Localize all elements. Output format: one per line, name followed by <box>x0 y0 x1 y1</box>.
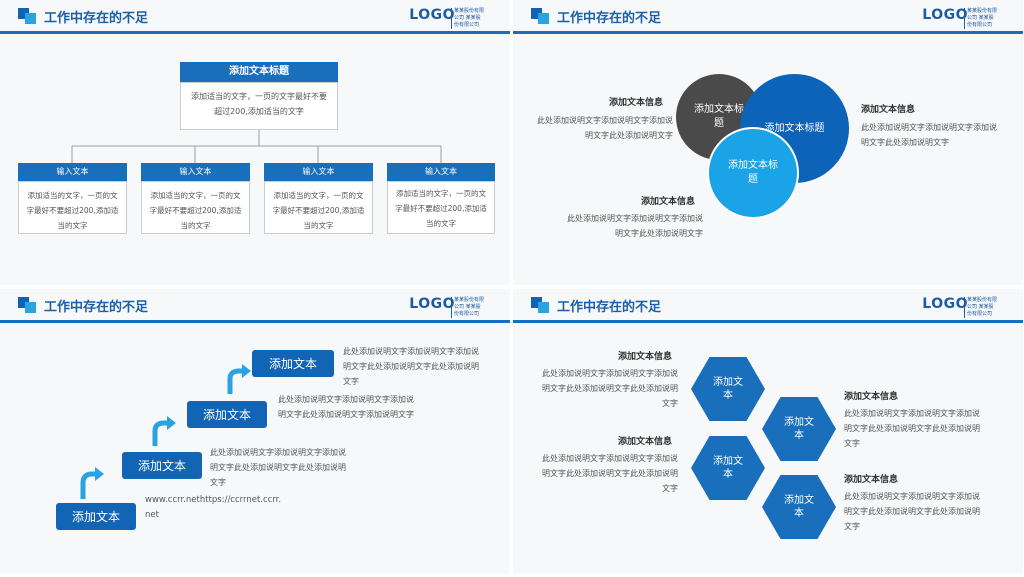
hex-info-title: 添加文本信息 <box>618 352 673 362</box>
step-desc: 此处添加说明文字添加说明文字添加说明文字此处添加说明文字此处添加说明文字 <box>210 448 346 487</box>
logo-square-icon <box>18 297 29 308</box>
hex-4: 添加文本 <box>762 475 836 539</box>
org-box-title: 输入文本 <box>18 163 127 181</box>
org-top-body: 添加适当的文字，一页的文字最好不要超过200,添加适当的文字 <box>180 82 338 130</box>
org-box-title: 输入文本 <box>387 163 495 181</box>
slide-header: 工作中存在的不足 LOGO 某某股份有限公司 某某股份有限公司 <box>513 289 1023 323</box>
logo-subtext: 某某股份有限公司 某某股份有限公司 <box>964 8 997 29</box>
slide-1[interactable]: 工作中存在的不足 LOGO 某某股份有限公司 某某股份有限公司 添加文本标题 添… <box>0 0 510 285</box>
hex-2: 添加文本 <box>762 397 836 461</box>
logo-square-icon <box>538 302 549 313</box>
step-desc: 此处添加说明文字添加说明文字添加说明文字此处添加说明文字添加说明文字 <box>278 395 414 419</box>
logo-subtext: 某某股份有限公司 某某股份有限公司 <box>964 297 997 318</box>
header-divider <box>513 31 1023 34</box>
step-box-1: 添加文本 <box>56 503 136 530</box>
info-left-body: 此处添加说明文字添加说明文字添加说明文字此处添加说明文字 <box>537 116 673 140</box>
info-left-title: 添加文本信息 <box>609 98 664 108</box>
slide-title: 工作中存在的不足 <box>44 11 149 26</box>
step-box-2: 添加文本 <box>122 452 202 479</box>
logo-square-icon <box>25 13 36 24</box>
info-bottom-body: 此处添加说明文字添加说明文字添加说明文字此处添加说明文字 <box>567 214 703 238</box>
info-right-body: 此处添加说明文字添加说明文字添加说明文字此处添加说明文字 <box>861 123 997 147</box>
slide-title: 工作中存在的不足 <box>557 300 662 315</box>
header-divider <box>0 320 510 323</box>
org-box-body: 添加适当的文字，一页的文字最好不要超过200,添加适当的文字 <box>387 181 495 234</box>
hex-info-title: 添加文本信息 <box>618 437 673 447</box>
hex-info-body: 此处添加说明文字添加说明文字添加说明文字此处添加说明文字此处添加说明文字 <box>542 454 678 493</box>
org-box-title: 输入文本 <box>141 163 250 181</box>
hex-1: 添加文本 <box>691 357 765 421</box>
header-divider <box>513 320 1023 323</box>
logo-square-icon <box>25 302 36 313</box>
slide-4[interactable]: 工作中存在的不足 LOGO 某某股份有限公司 某某股份有限公司 添加文本 添加文… <box>513 289 1023 574</box>
info-bottom-title: 添加文本信息 <box>641 197 696 207</box>
org-box-body: 添加适当的文字，一页的文字最好不要超过200,添加适当的文字 <box>141 181 250 234</box>
org-box-body: 添加适当的文字，一页的文字最好不要超过200,添加适当的文字 <box>18 181 127 234</box>
slide-header: 工作中存在的不足 LOGO 某某股份有限公司 某某股份有限公司 <box>0 289 510 323</box>
header-divider <box>0 31 510 34</box>
hex-info-body: 此处添加说明文字添加说明文字添加说明文字此处添加说明文字此处添加说明文字 <box>844 492 980 531</box>
slide-3[interactable]: 工作中存在的不足 LOGO 某某股份有限公司 某某股份有限公司 添加文本 添加文… <box>0 289 510 574</box>
step-desc: 此处添加说明文字添加说明文字添加说明文字此处添加说明文字此处添加说明文字 <box>343 347 479 386</box>
logo-subtext: 某某股份有限公司 某某股份有限公司 <box>451 297 484 318</box>
logo-text: LOGO <box>409 296 455 312</box>
logo-text: LOGO <box>922 7 968 23</box>
slide-header: 工作中存在的不足 LOGO 某某股份有限公司 某某股份有限公司 <box>513 0 1023 34</box>
logo-text: LOGO <box>922 296 968 312</box>
slide-header: 工作中存在的不足 LOGO 某某股份有限公司 某某股份有限公司 <box>0 0 510 34</box>
hex-info-body: 此处添加说明文字添加说明文字添加说明文字此处添加说明文字此处添加说明文字 <box>844 409 980 448</box>
slide-title: 工作中存在的不足 <box>557 11 662 26</box>
logo-text: LOGO <box>409 7 455 23</box>
slide-2[interactable]: 工作中存在的不足 LOGO 某某股份有限公司 某某股份有限公司 添加文本标题 添… <box>513 0 1023 285</box>
logo-square-icon <box>531 297 542 308</box>
step-arrows <box>80 364 251 499</box>
hex-info-body: 此处添加说明文字添加说明文字添加说明文字此处添加说明文字此处添加说明文字 <box>542 369 678 408</box>
logo-subtext: 某某股份有限公司 某某股份有限公司 <box>451 8 484 29</box>
info-right-title: 添加文本信息 <box>861 105 916 115</box>
hex-info-title: 添加文本信息 <box>844 392 899 402</box>
logo-square-icon <box>18 8 29 19</box>
circle-light-blue: 添加文本标题 <box>707 127 799 219</box>
step-box-3: 添加文本 <box>187 401 267 428</box>
slide-title: 工作中存在的不足 <box>44 300 149 315</box>
hex-info-title: 添加文本信息 <box>844 475 899 485</box>
logo-square-icon <box>538 13 549 24</box>
url-text: www.ccrr.nethttps://ccrrnet.ccrr.net <box>145 495 282 520</box>
logo-square-icon <box>531 8 542 19</box>
step-box-4: 添加文本 <box>252 350 334 377</box>
org-box-title: 输入文本 <box>264 163 373 181</box>
org-top-title: 添加文本标题 <box>180 62 338 82</box>
hex-3: 添加文本 <box>691 436 765 500</box>
org-box-body: 添加适当的文字，一页的文字最好不要超过200,添加适当的文字 <box>264 181 373 234</box>
org-connector-lines <box>71 130 442 163</box>
